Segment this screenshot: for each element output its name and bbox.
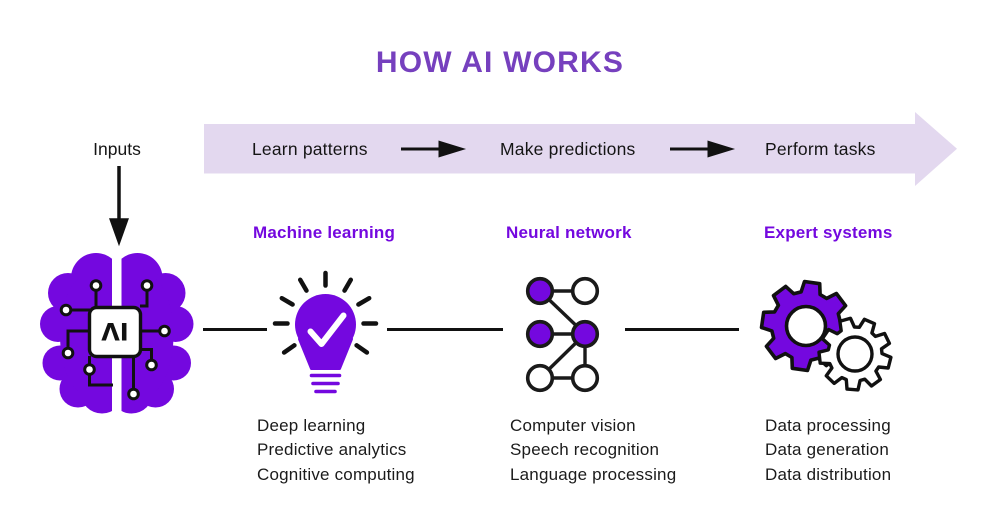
banner-step-make-predictions: Make predictions <box>500 139 636 159</box>
lightbulb-check-icon <box>272 270 379 394</box>
list-item: Data processing <box>765 416 891 435</box>
list-item: Predictive analytics <box>257 440 407 460</box>
heading-expert-systems: Expert systems <box>764 223 893 242</box>
inputs-down-arrow-icon <box>109 166 129 247</box>
list-machine-learning: Deep learning Predictive analytics Cogni… <box>257 414 415 487</box>
step-arrow-2-icon <box>670 140 736 158</box>
list-expert-systems: Data processing Data generation Data dis… <box>765 414 891 487</box>
neural-network-icon <box>525 276 600 393</box>
list-item: Data distribution <box>765 464 892 484</box>
gears-icon <box>759 279 893 392</box>
process-banner-arrow <box>204 112 957 186</box>
list-item: Deep learning <box>257 416 366 435</box>
brain-chip-label: ΛI <box>101 319 129 347</box>
list-item: Computer vision <box>510 416 636 435</box>
list-item: Speech recognition <box>510 440 660 460</box>
inputs-label: Inputs <box>93 139 141 159</box>
list-item: Language processing <box>510 464 677 484</box>
page-title: HOW AI WORKS <box>375 46 625 79</box>
heading-machine-learning: Machine learning <box>253 223 396 242</box>
list-item: Data generation <box>765 440 889 460</box>
ai-brain-icon: ΛI <box>40 253 194 414</box>
list-item: Cognitive computing <box>257 464 415 484</box>
list-neural-network: Computer vision Speech recognition Langu… <box>510 414 676 487</box>
banner-step-perform-tasks: Perform tasks <box>765 139 876 159</box>
step-arrow-1-icon <box>401 140 467 158</box>
heading-neural-network: Neural network <box>506 223 632 242</box>
banner-step-learn-patterns: Learn patterns <box>252 139 368 159</box>
